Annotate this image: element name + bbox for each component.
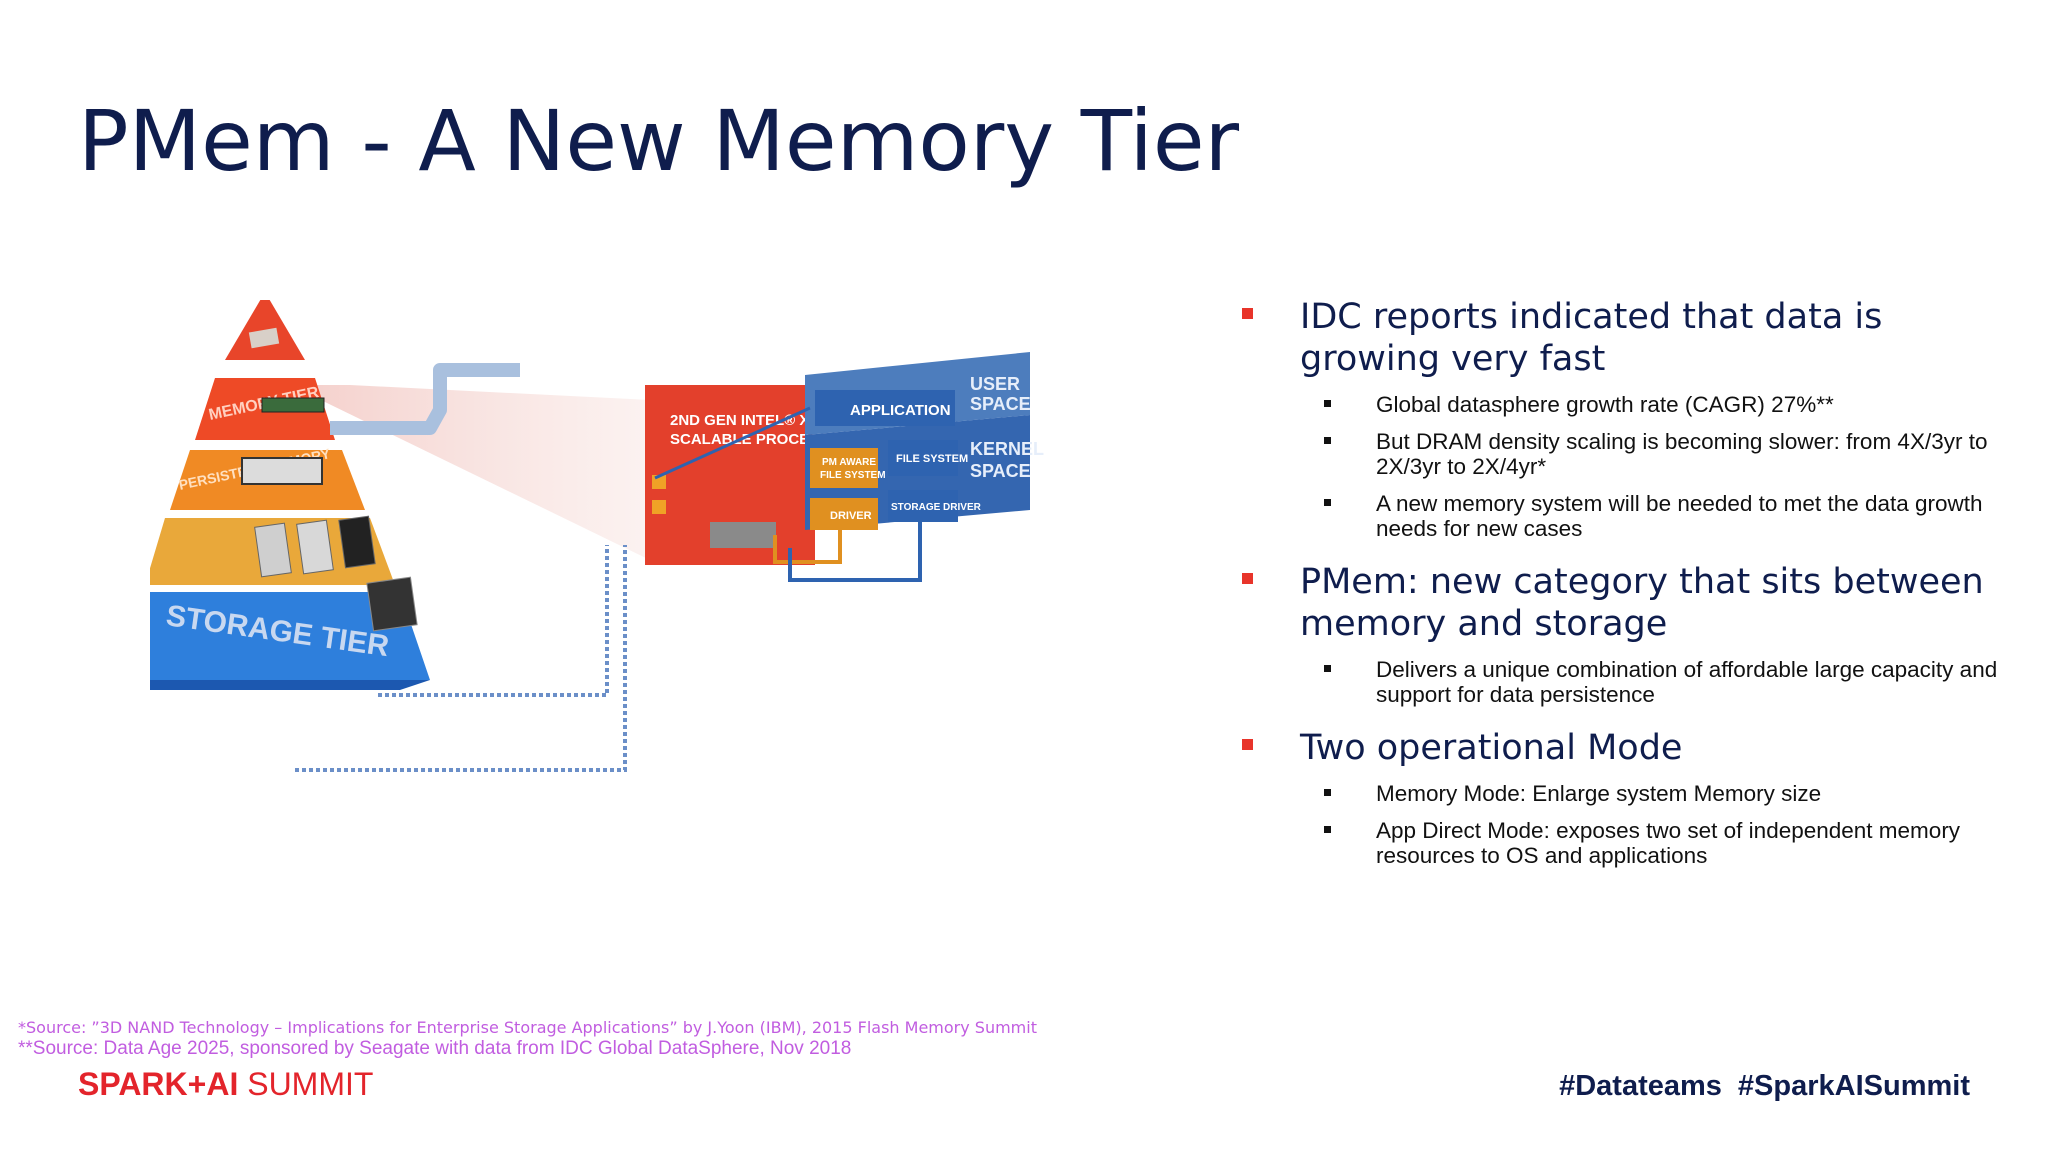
cable-to-hdd (295, 545, 627, 772)
svg-text:FILE SYSTEM: FILE SYSTEM (896, 453, 968, 465)
svg-text:FILE SYSTEM: FILE SYSTEM (820, 470, 886, 481)
software-stack: USER SPACE KERNEL SPACE APPLICATION PM A… (654, 352, 1044, 582)
connector-orange (773, 530, 842, 564)
ssd-2 (296, 519, 334, 575)
ssd-1 (254, 522, 292, 578)
sub-bullet: Delivers a unique combination of afforda… (1238, 657, 2018, 707)
bullet-modes: Two operational Mode (1238, 727, 2018, 769)
pm-aware-fs-box (810, 448, 878, 488)
svg-text:PM AWARE: PM AWARE (822, 457, 876, 468)
file-system-box (888, 440, 958, 476)
bullet-list: IDC reports indicated that data is growi… (1238, 296, 2018, 868)
logo-summit: SUMMIT (238, 1066, 374, 1102)
connector-blue (788, 522, 922, 582)
hashtags: #Datateams #SparkAISummit (1559, 1070, 1970, 1103)
pmem-module (241, 457, 323, 485)
cable-to-ssd (378, 545, 609, 697)
svg-text:DRIVER: DRIVER (830, 510, 872, 522)
bullet-pmem: PMem: new category that sits between mem… (1238, 561, 2018, 645)
memory-tier-figure: MEMORY TIER PERSISTENT MEMORY STORAGE TI… (150, 300, 1044, 772)
sub-bullet: But DRAM density scaling is becoming slo… (1238, 429, 2018, 479)
logo-spark-ai: SPARK+AI (78, 1066, 239, 1102)
bullet-idc: IDC reports indicated that data is growi… (1238, 296, 2018, 380)
user-space-label: USER (970, 374, 1020, 394)
driver-box (810, 498, 878, 530)
hdd (366, 576, 418, 632)
sub-bullet: App Direct Mode: exposes two set of inde… (1238, 818, 2018, 868)
svg-text:APPLICATION: APPLICATION (850, 402, 951, 419)
dimm-module (261, 397, 325, 413)
hashtag-sparkaisummit: #SparkAISummit (1737, 1070, 1970, 1102)
svg-text:STORAGE DRIVER: STORAGE DRIVER (891, 502, 982, 513)
ssd-3 (338, 515, 376, 569)
hashtag-datateams: #Datateams (1559, 1070, 1722, 1102)
pyramid: MEMORY TIER PERSISTENT MEMORY STORAGE TI… (150, 300, 430, 690)
sub-bullet: Memory Mode: Enlarge system Memory size (1238, 781, 2018, 806)
storage-driver-box (888, 490, 958, 522)
source-note-2: **Source: Data Age 2025, sponsored by Se… (18, 1038, 852, 1059)
storage-tier (150, 592, 430, 680)
connector-app (654, 406, 811, 480)
memory-cable (330, 363, 520, 435)
svg-text:SPACE: SPACE (970, 461, 1031, 481)
sub-bullet: A new memory system will be needed to me… (1238, 491, 2018, 541)
svg-text:SPACE: SPACE (970, 394, 1031, 414)
slide-title: PMem - A New Memory Tier (78, 92, 1240, 190)
source-note-1: *Source: ”3D NAND Technology – Implicati… (18, 1018, 1037, 1037)
application-box (815, 390, 955, 426)
sub-bullet: Global datasphere growth rate (CAGR) 27%… (1238, 392, 2018, 417)
spark-ai-summit-logo: SPARK+AI SUMMIT (78, 1066, 373, 1103)
memory-controller (710, 522, 776, 548)
kernel-space-label: KERNEL (970, 439, 1044, 459)
